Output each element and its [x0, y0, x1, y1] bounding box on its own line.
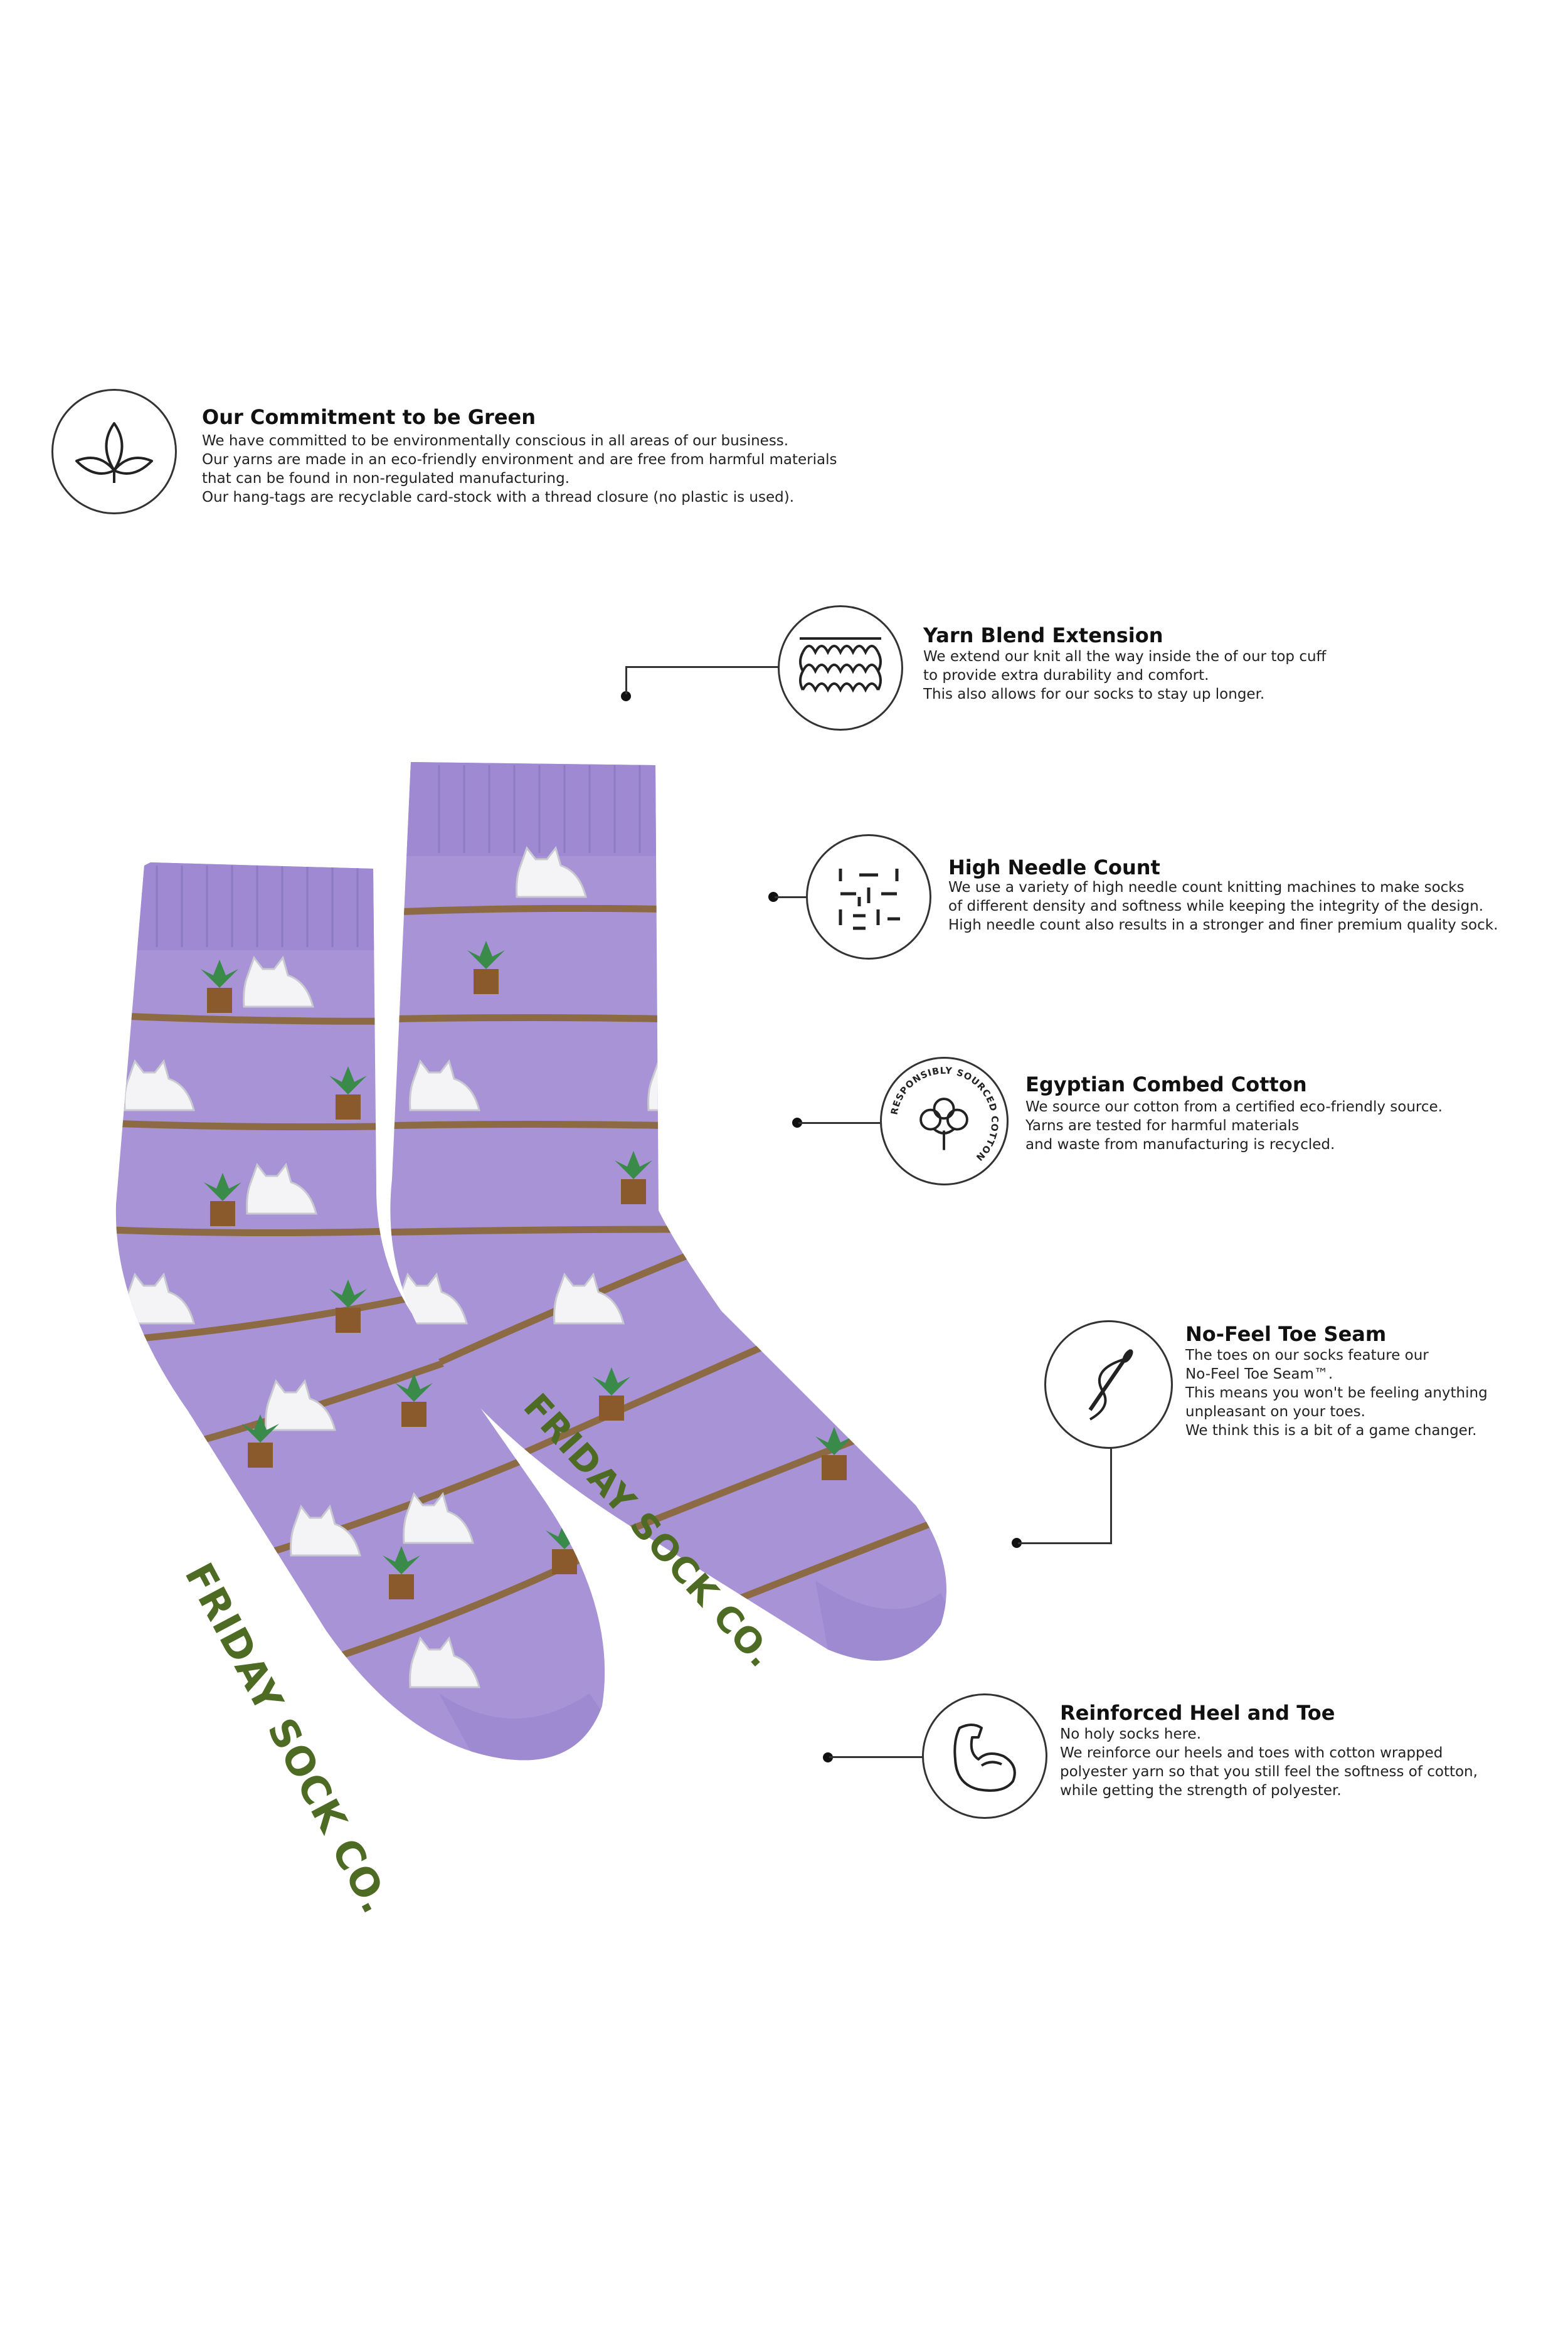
- needle-title: High Needle Count: [948, 856, 1160, 879]
- flexed-arm-icon: [953, 1724, 1016, 1792]
- cotton-pointer-dot: [792, 1118, 802, 1128]
- needle-grid-icon: [839, 869, 900, 930]
- toe-pointer-line-v: [1110, 1447, 1112, 1544]
- heel-pointer-line: [829, 1756, 923, 1758]
- yarn-text: We extend our knit all the way inside th…: [923, 649, 1327, 702]
- green-commitment-title: Our Commitment to be Green: [202, 405, 536, 429]
- cotton-flower-icon: RESPONSIBLY SOURCED COTTON: [889, 1066, 999, 1163]
- green-commitment-text: We have committed to be environmentally …: [202, 433, 837, 506]
- toe-pointer-dot: [1012, 1538, 1022, 1548]
- needle-icon-circle: [806, 834, 931, 960]
- yarn-pointer-line-h: [625, 666, 779, 668]
- needle-pointer-line: [775, 896, 806, 898]
- cotton-text: We source our cotton from a certified ec…: [1025, 1099, 1443, 1153]
- toe-text: The toes on our socks feature our No-Fee…: [1185, 1347, 1488, 1439]
- cotton-pointer-line: [798, 1122, 880, 1124]
- toe-icon-circle: [1044, 1320, 1173, 1449]
- heel-icon-circle: [922, 1693, 1047, 1819]
- heel-text: No holy socks here. We reinforce our hee…: [1060, 1726, 1478, 1799]
- green-commitment-icon-circle: [51, 389, 177, 514]
- toe-title: No-Feel Toe Seam: [1185, 1322, 1387, 1346]
- heel-title: Reinforced Heel and Toe: [1060, 1701, 1335, 1725]
- yarn-icon-circle: [778, 605, 903, 731]
- heel-pointer-dot: [823, 1752, 833, 1762]
- cotton-icon-circle: RESPONSIBLY SOURCED COTTON: [880, 1057, 1009, 1185]
- leaf-icon: [75, 422, 153, 483]
- knit-loop-icon: [799, 637, 882, 693]
- sewing-needle-icon: [1088, 1348, 1133, 1421]
- yarn-pointer-line-v: [625, 666, 627, 694]
- cotton-title: Egyptian Combed Cotton: [1025, 1073, 1307, 1096]
- toe-pointer-line-h: [1018, 1542, 1112, 1544]
- yarn-title: Yarn Blend Extension: [923, 623, 1163, 647]
- yarn-pointer-dot: [621, 691, 631, 701]
- needle-text: We use a variety of high needle count kn…: [948, 879, 1498, 933]
- needle-pointer-dot: [768, 892, 778, 902]
